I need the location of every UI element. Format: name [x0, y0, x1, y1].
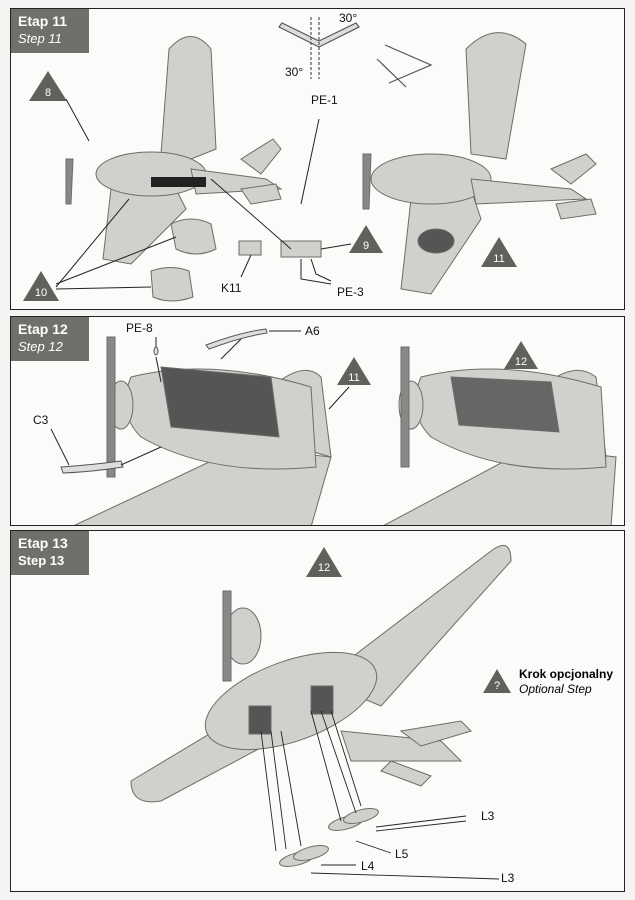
part-label-c3: C3 [33, 413, 49, 427]
ref-triangle-12: 12 [306, 547, 342, 577]
angle-label-top: 30° [339, 11, 358, 25]
svg-text:12: 12 [318, 562, 330, 574]
step-13-drawing: 12 ? [130, 544, 512, 880]
step-13-header: Etap 13 Step 13 [11, 531, 89, 575]
small-parts [60, 328, 268, 474]
optional-step-label-en: Optional Step [519, 682, 592, 696]
part-label-l3-upper: L3 [481, 809, 495, 823]
aircraft-assembled-right [362, 32, 597, 295]
ref-triangle-12: 12 [504, 341, 538, 369]
ref-triangle-11: 11 [481, 237, 517, 267]
svg-text:?: ? [494, 680, 500, 692]
step-title: Etap 11 [18, 13, 68, 29]
aircraft-underside-left [65, 36, 283, 265]
step-12-panel: 11 12 Etap 12 Step 12 PE-8 A6 C3 [10, 316, 625, 526]
step-subtitle: Step 12 [18, 339, 63, 354]
svg-text:12: 12 [515, 356, 527, 368]
ref-triangle-11: 11 [337, 357, 371, 385]
step-title: Etap 12 [18, 321, 68, 337]
svg-text:11: 11 [493, 253, 504, 265]
optional-step-label-pl: Krok opcjonalny [519, 667, 614, 681]
cockpit-closeup-right [383, 346, 617, 525]
pe-strut-diagram [278, 17, 433, 88]
svg-text:9: 9 [363, 240, 369, 252]
step-12-header: Etap 12 Step 12 [11, 317, 89, 361]
angle-label-left: 30° [285, 65, 304, 79]
part-label-l3-lower: L3 [501, 871, 515, 885]
step-13-panel: 12 ? Etap 13 Step 13 Krok opcjonalny Opt… [10, 530, 625, 892]
step-11-drawing: 8 9 10 11 [23, 17, 597, 302]
step-11-panel: 8 9 10 11 Etap 11 Step 11 30° 30° PE-1 K… [10, 8, 625, 310]
leader-lines [50, 330, 350, 466]
ref-triangle-8: 8 [29, 71, 67, 101]
step-12-drawing: 11 12 [50, 328, 617, 525]
optional-step-legend: Krok opcjonalny Optional Step [519, 667, 613, 697]
step-subtitle: Step 11 [18, 31, 62, 46]
aircraft-underside-bombs [130, 544, 512, 803]
part-label-pe8: PE-8 [126, 321, 153, 335]
bombs [279, 808, 379, 867]
ref-triangle-10: 10 [23, 271, 59, 301]
cockpit-closeup-left [74, 336, 332, 525]
part-label-k11: K11 [221, 281, 242, 295]
part-label-pe3: PE-3 [337, 285, 364, 299]
part-label-pe1: PE-1 [311, 93, 338, 107]
part-label-l4: L4 [361, 859, 375, 873]
part-label-l5: L5 [395, 847, 409, 861]
svg-text:8: 8 [45, 87, 51, 99]
svg-text:10: 10 [35, 287, 47, 299]
part-label-a6: A6 [305, 324, 320, 338]
step-11-header: Etap 11 Step 11 [11, 9, 89, 53]
leader-lines [260, 710, 500, 880]
optional-step-triangle: ? [483, 669, 511, 693]
svg-text:11: 11 [348, 372, 359, 384]
leader-lines [55, 98, 352, 290]
gear-doors [150, 218, 322, 302]
step-title: Etap 13 [18, 535, 68, 551]
ref-triangle-9: 9 [349, 225, 383, 253]
step-subtitle: Step 13 [18, 553, 65, 568]
